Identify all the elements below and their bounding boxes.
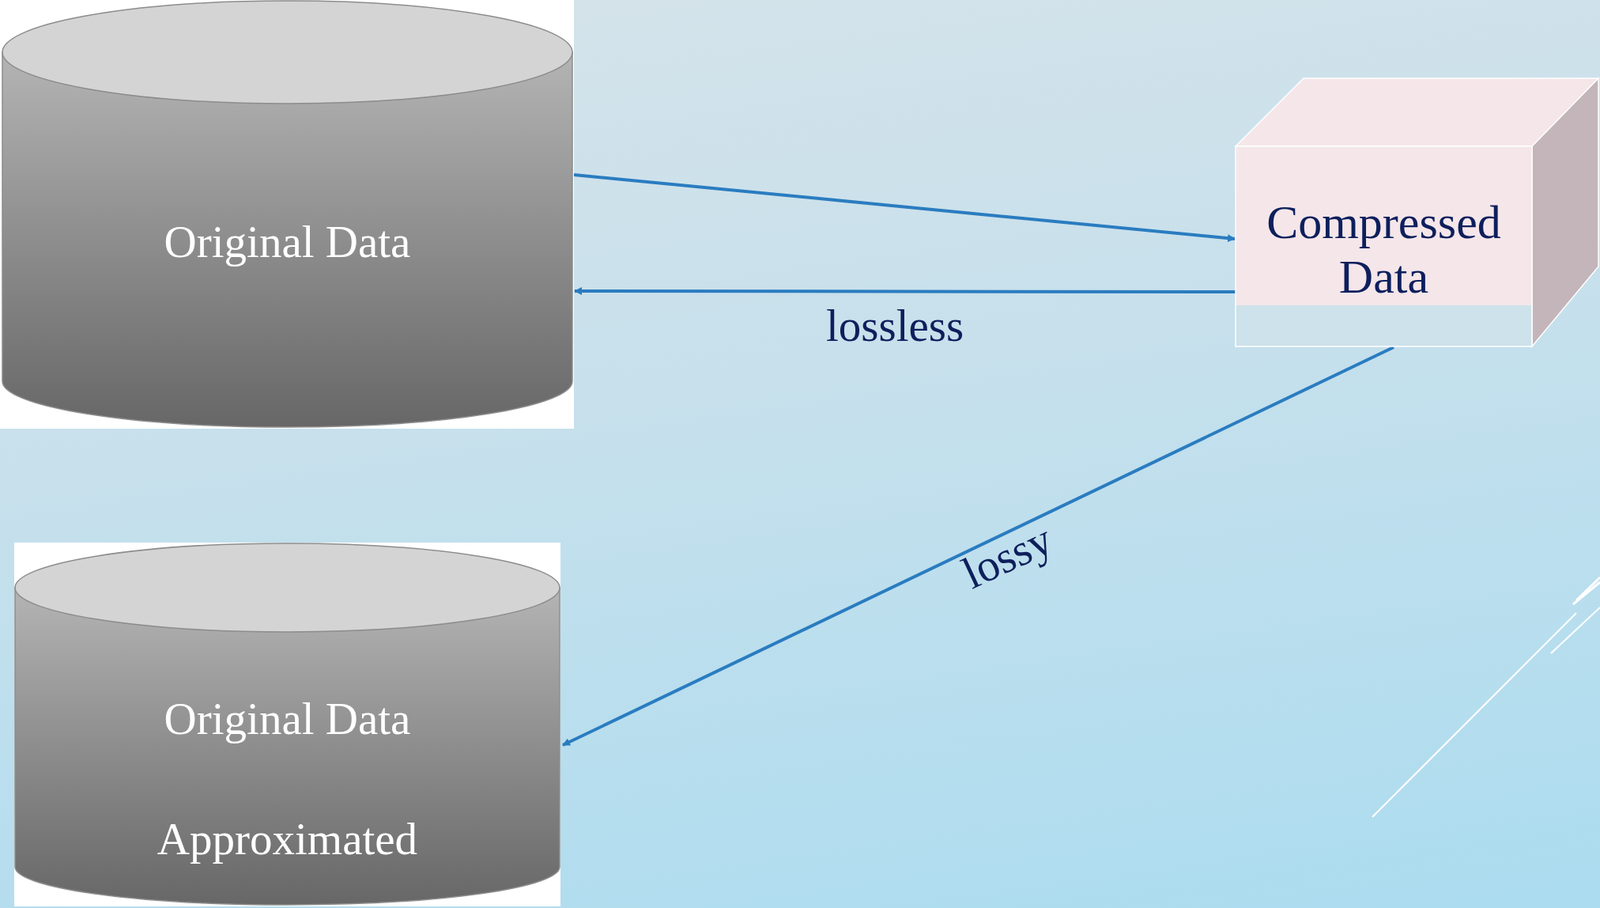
- storage-box: Compressed Data: [1235, 78, 1600, 348]
- database-cylinder: Original DataApproximated: [14, 542, 561, 906]
- edge-label: lossy: [954, 513, 1061, 598]
- decor-line: [1573, 581, 1600, 604]
- database-cylinder: Original Data: [0, 0, 574, 429]
- cylinder-label: Original Data: [18, 215, 557, 268]
- flow-arrow: [562, 347, 1394, 745]
- cylinder-shape: [0, 0, 574, 429]
- decor-line: [1372, 612, 1577, 817]
- flow-arrow: [573, 174, 1235, 239]
- cylinder-label: Original Data: [30, 692, 544, 745]
- edge-label: lossless: [826, 301, 964, 351]
- cylinder-label: Approximated: [30, 812, 544, 865]
- flow-arrow: [574, 290, 1236, 292]
- decor-line: [1576, 577, 1600, 600]
- box-label: Compressed Data: [1246, 195, 1521, 305]
